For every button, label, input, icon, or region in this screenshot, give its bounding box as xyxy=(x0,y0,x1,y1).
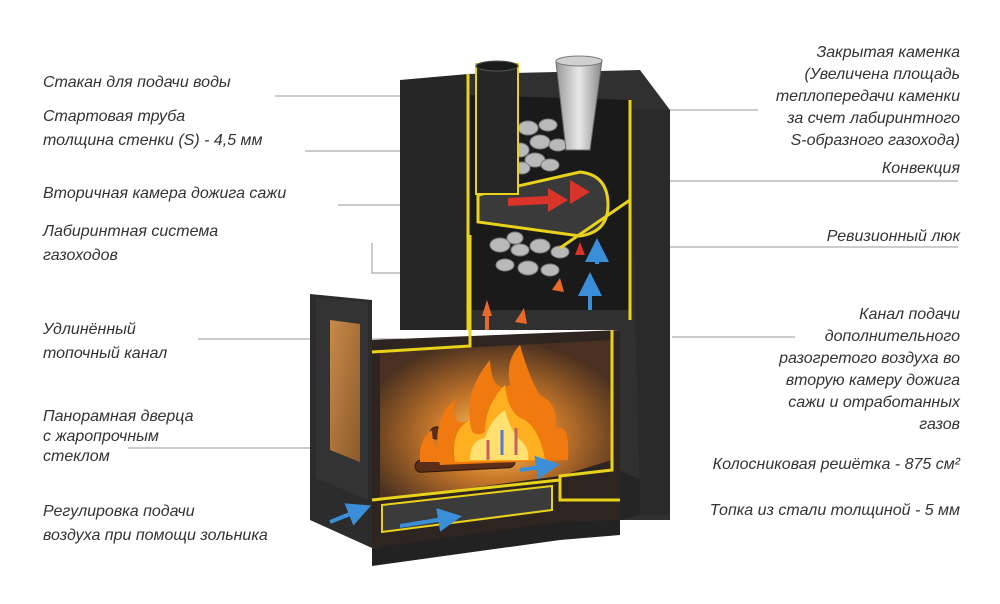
rising-air-arrows xyxy=(486,428,518,460)
label-air-channel-line5: сажи и отработанных xyxy=(788,394,960,411)
flames xyxy=(419,345,569,465)
label-closed-heater-line3: теплопередачи каменки xyxy=(775,88,960,105)
label-closed-heater-line1: Закрытая каменка xyxy=(816,44,960,61)
label-firebox-channel-line1: Удлинённый xyxy=(43,321,136,338)
label-air-channel-line6: газов xyxy=(919,416,960,433)
label-water-glass: Стакан для подачи воды xyxy=(43,74,231,91)
label-start-pipe-line1: Стартовая труба xyxy=(43,108,186,125)
label-firebox-channel-line2: топочный канал xyxy=(43,345,168,362)
label-revision-hatch: Ревизионный люк xyxy=(826,228,960,245)
label-air-channel-line3: разогретого воздуха во xyxy=(779,350,960,367)
label-air-channel-line1: Канал подачи xyxy=(859,306,960,323)
door-glass xyxy=(330,320,360,462)
label-firebox-steel: Топка из стали толщиной - 5 мм xyxy=(709,502,960,519)
label-closed-heater-line2: (Увеличена площадь xyxy=(804,66,961,83)
label-closed-heater-line4: за счет лабиринтного xyxy=(787,110,960,127)
label-air-regulation-line1: Регулировка подачи xyxy=(43,503,195,520)
label-closed-heater-line5: S-образного газохода) xyxy=(790,132,960,149)
label-labyrinth-line1: Лабиринтная система xyxy=(43,223,219,240)
label-convection: Конвекция xyxy=(881,160,960,177)
label-air-channel-line2: дополнительного xyxy=(824,328,960,345)
label-grate: Колосниковая решётка - 875 см² xyxy=(712,456,960,473)
label-air-regulation-line2: воздуха при помощи зольника xyxy=(43,527,268,544)
label-panoramic-door-line3: стеклом xyxy=(43,448,110,465)
label-panoramic-door-line2: с жаропрочным xyxy=(43,428,159,445)
label-panoramic-door-line1: Панорамная дверца xyxy=(43,408,194,425)
label-labyrinth-line2: газоходов xyxy=(43,247,118,264)
label-secondary-chamber: Вторичная камера дожига сажи xyxy=(43,185,287,202)
air-flow-arrows xyxy=(329,238,609,532)
label-start-pipe-line2: толщина стенки (S) - 4,5 мм xyxy=(43,132,263,149)
label-air-channel-line4: вторую камеру дожига xyxy=(785,372,960,389)
